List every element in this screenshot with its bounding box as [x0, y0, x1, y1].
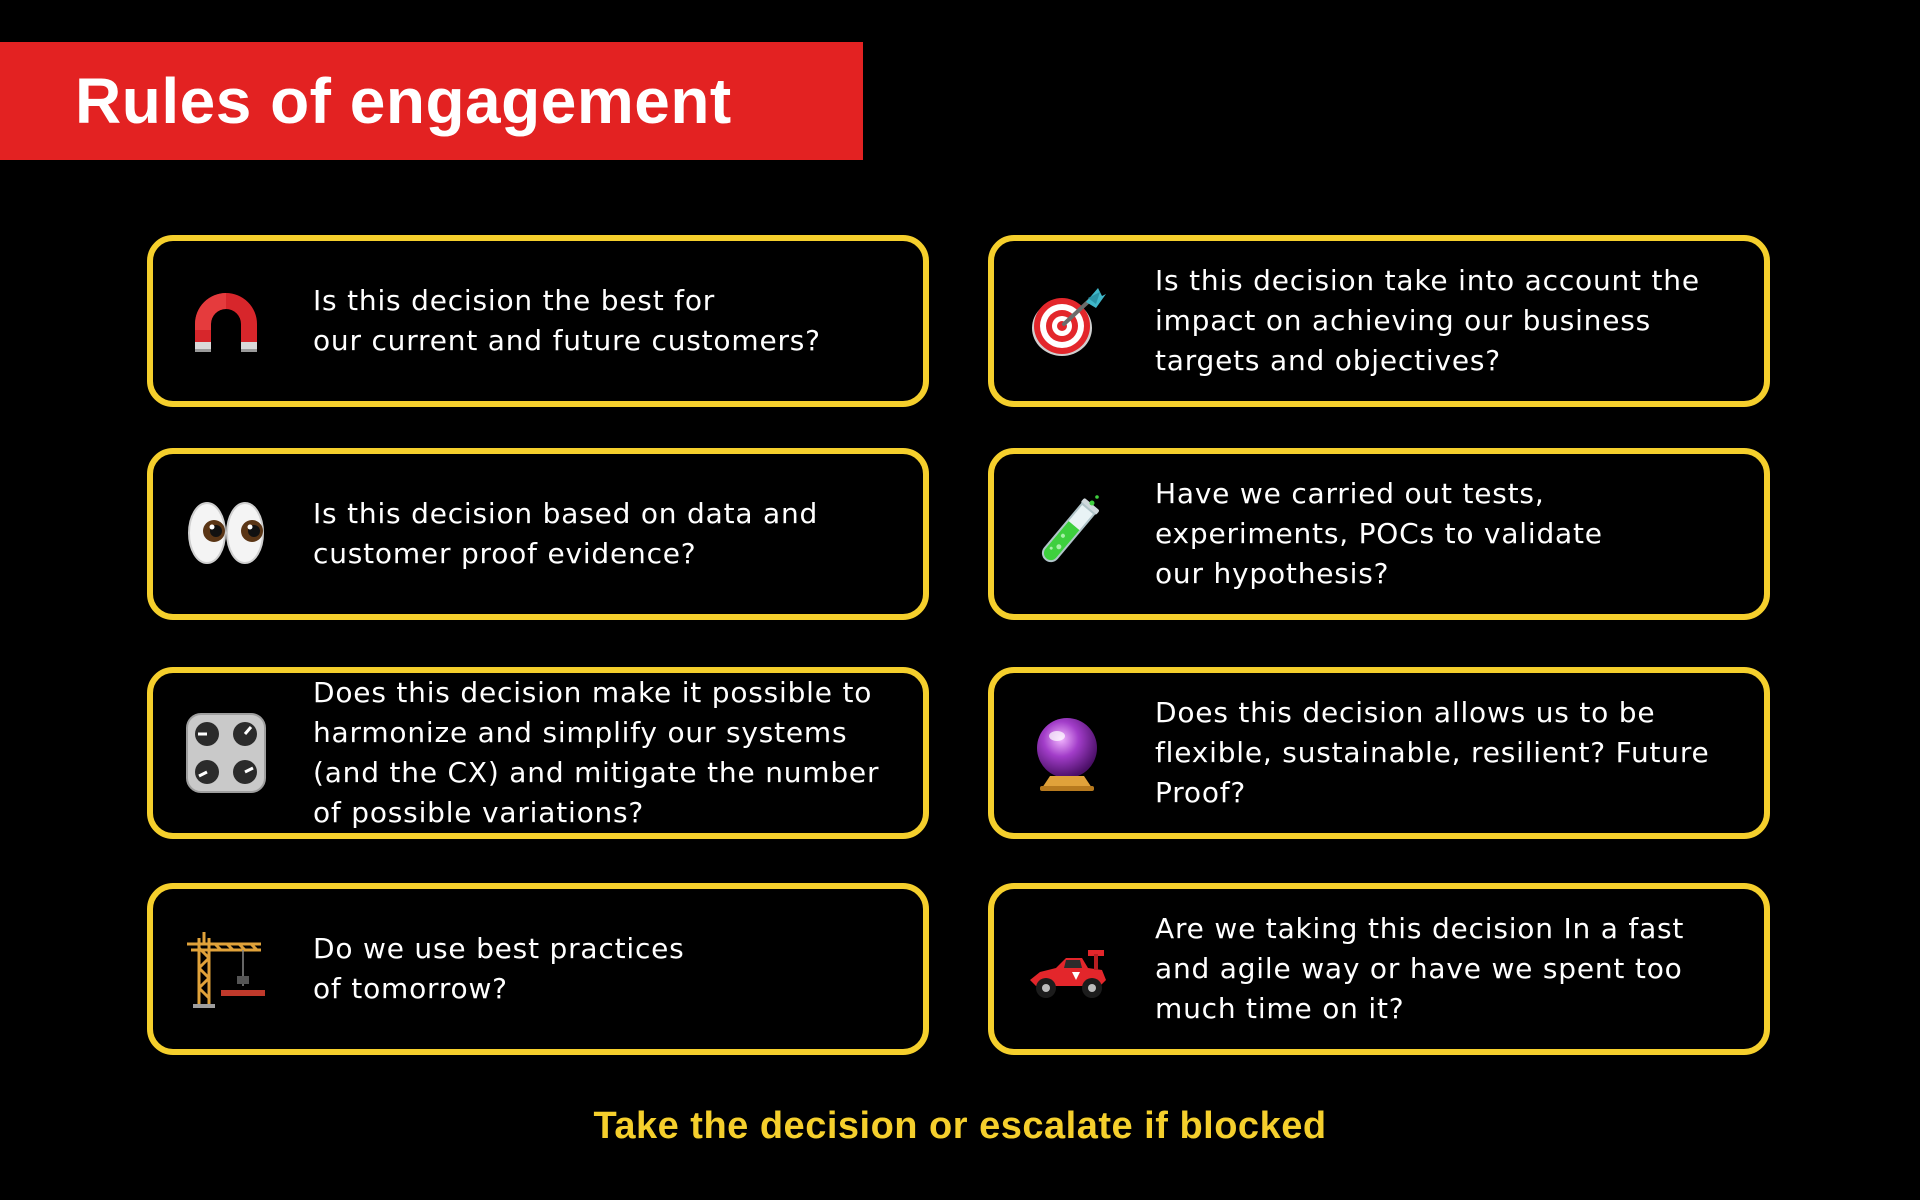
rule-text: Do we use best practices of tomorrow? — [313, 932, 685, 1005]
crane-icon — [185, 928, 267, 1010]
test-tube-icon — [1026, 493, 1108, 575]
rule-text: Does this decision allows us to be flexi… — [1155, 696, 1710, 809]
rule-card-data-evidence: Is this decision based on data and custo… — [147, 448, 929, 620]
crystal-ball-icon — [1026, 712, 1108, 794]
rule-text: Are we taking this decision In a fast an… — [1155, 912, 1685, 1025]
rule-text: Have we carried out tests, experiments, … — [1155, 477, 1603, 590]
rule-text: Is this decision based on data and custo… — [313, 497, 819, 570]
title-banner: Rules of engagement — [0, 42, 863, 160]
slide-title: Rules of engagement — [75, 65, 732, 137]
rule-text: Does this decision make it possible to h… — [313, 676, 880, 829]
rule-text: Is this decision take into account the i… — [1155, 264, 1700, 377]
rule-card-fast-agile: Are we taking this decision In a fast an… — [988, 883, 1770, 1055]
rule-card-customers: Is this decision the best for our curren… — [147, 235, 929, 407]
target-icon — [1026, 280, 1108, 362]
control-knobs-icon — [185, 712, 267, 794]
magnet-icon — [185, 280, 267, 362]
eyes-icon — [185, 493, 267, 575]
rule-card-business-targets: Is this decision take into account the i… — [988, 235, 1770, 407]
rule-text: Is this decision the best for our curren… — [313, 284, 821, 357]
footer-callout: Take the decision or escalate if blocked — [593, 1105, 1327, 1147]
rule-card-tests-experiments: Have we carried out tests, experiments, … — [988, 448, 1770, 620]
rule-card-future-proof: Does this decision allows us to be flexi… — [988, 667, 1770, 839]
rule-card-best-practices: Do we use best practices of tomorrow? — [147, 883, 929, 1055]
race-car-icon — [1026, 928, 1108, 1010]
rule-card-harmonize-systems: Does this decision make it possible to h… — [147, 667, 929, 839]
